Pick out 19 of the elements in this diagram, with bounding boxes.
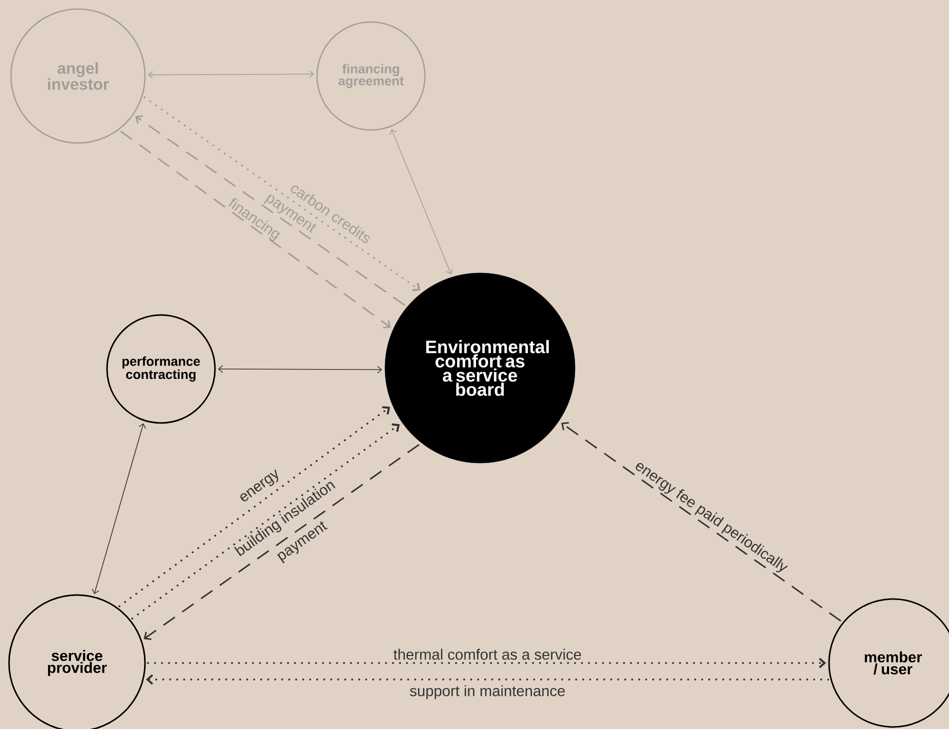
arrow xyxy=(218,365,382,374)
arrow xyxy=(561,422,842,622)
arrow xyxy=(135,115,406,306)
edge-label: thermal comfort as a service xyxy=(394,648,581,660)
edge-label: support in maintenance xyxy=(410,685,565,700)
arrow xyxy=(147,658,826,668)
arrow xyxy=(148,70,314,79)
arrow xyxy=(390,129,453,274)
arrow xyxy=(118,406,390,608)
arrow xyxy=(131,423,400,620)
arrow xyxy=(144,444,420,640)
arrow xyxy=(92,423,146,594)
arrow xyxy=(146,674,830,685)
circle-node: financing agreement xyxy=(316,21,426,131)
circle-node: Environmental comfort as a service board xyxy=(384,272,576,464)
arrow xyxy=(144,96,420,292)
circle-node: performance contracting xyxy=(106,314,216,424)
arrow xyxy=(120,130,391,328)
circle-node: angel investor xyxy=(10,8,146,144)
